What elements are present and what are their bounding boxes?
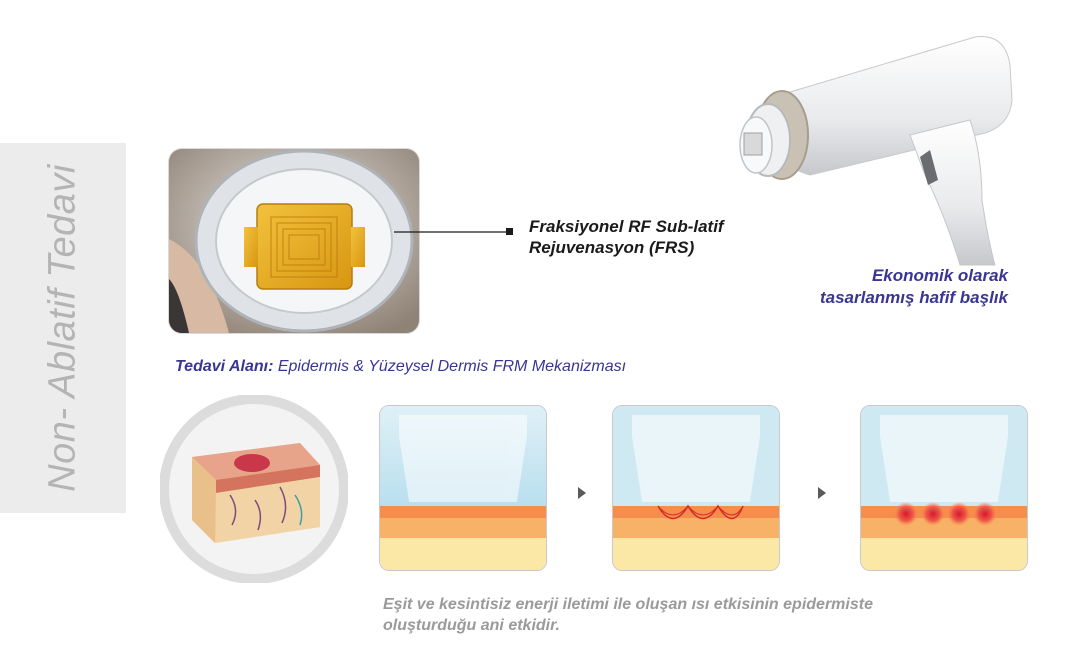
- frs-label: Fraksiyonel RF Sub-latif Rejuvenasyon (F…: [529, 216, 724, 258]
- side-band: [0, 143, 126, 513]
- eco-label: Ekonomik olarak tasarlanmış hafif başlık: [820, 265, 1008, 309]
- skin-cross-section-image: [160, 395, 348, 583]
- arrow-right-icon: [818, 487, 826, 499]
- caption-line2: oluşturduğu ani etkidir.: [383, 617, 560, 634]
- frs-label-line2: Rejuvenasyon (FRS): [529, 238, 695, 257]
- treatment-area-label: Tedavi Alanı:: [175, 358, 274, 375]
- mechanism-panel-3: [860, 405, 1028, 571]
- arrow-right-icon: [578, 487, 586, 499]
- eco-label-line1: Ekonomik olarak: [871, 266, 1008, 285]
- frs-label-line1: Fraksiyonel RF Sub-latif: [529, 217, 724, 236]
- treatment-area-text: Epidermis & Yüzeysel Dermis FRM Mekanizm…: [273, 358, 627, 375]
- side-title: Non- Ablatif Tedavi: [41, 164, 84, 492]
- handpiece-tip-photo: [168, 148, 420, 334]
- caption-line1: Eşit ve kesintisiz enerji iletimi ile ol…: [383, 596, 873, 613]
- treatment-area-line: Tedavi Alanı: Epidermis & Yüzeysel Dermi…: [175, 358, 626, 376]
- connector-line: [394, 228, 513, 235]
- eco-label-line2: tasarlanmış hafif başlık: [819, 288, 1008, 307]
- mechanism-caption: Eşit ve kesintisiz enerji iletimi ile ol…: [383, 594, 983, 636]
- mechanism-panel-1: [379, 405, 547, 571]
- handpiece-device-image: [739, 36, 1013, 266]
- mechanism-panel-2: [612, 405, 780, 571]
